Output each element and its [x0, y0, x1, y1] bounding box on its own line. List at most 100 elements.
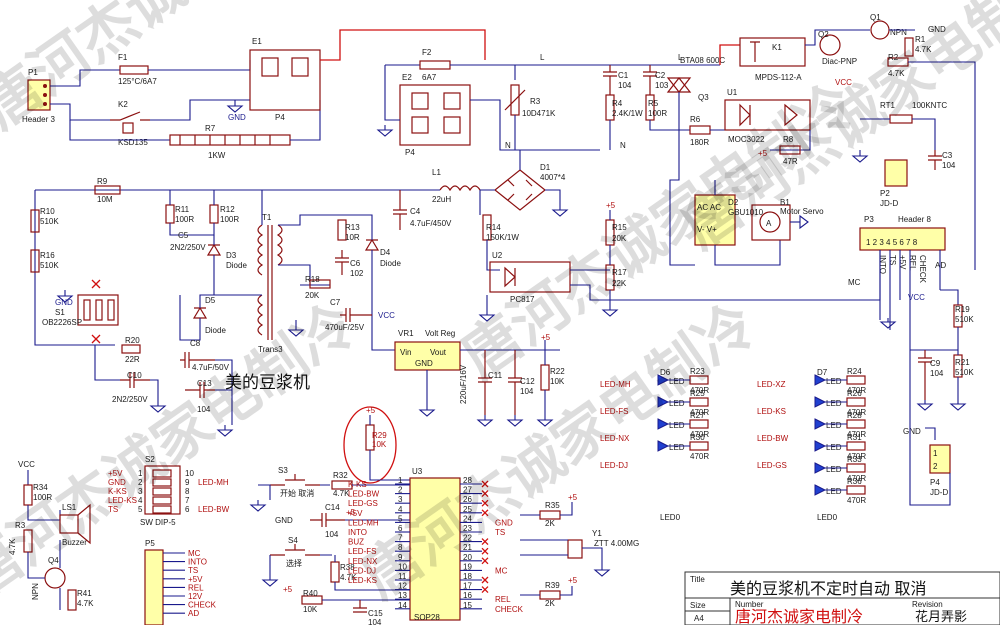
s2-pin-number: 4 [138, 496, 143, 505]
led-resistor-val: 470R [690, 430, 709, 439]
highlight-circle [343, 406, 397, 484]
led-resistor [846, 419, 866, 429]
c2-val: 103 [655, 81, 669, 90]
u3-net-label: K-KS [348, 480, 367, 489]
c13-ref: C13 [197, 379, 212, 388]
led-symbol [657, 418, 670, 430]
gnd-q1: GND [928, 25, 946, 34]
ground-symbol-9 [56, 290, 74, 303]
r32-val: 4.7K [333, 489, 350, 498]
led-ref: D7 [817, 368, 828, 377]
c6-val: 102 [350, 269, 364, 278]
cap-c15: C15 104 [353, 600, 383, 625]
p5-pin-label: 12V [188, 592, 203, 601]
u3-pin-number: 24 [463, 514, 472, 523]
ground-symbol-14 [506, 415, 524, 427]
plus5-r39: +5 [568, 576, 578, 585]
s2-pin-number: 6 [185, 505, 190, 514]
relay-k1: K1 MPDS-112-A [739, 37, 806, 82]
resistor-r10: R10 510K [30, 207, 59, 233]
c8-ref: C8 [190, 339, 201, 348]
block-label-title: Title [690, 575, 705, 584]
cap-c5: C5 2N2/250V [170, 231, 206, 252]
crystal-y1: Y1 ZTT 4.00MG [567, 529, 639, 559]
c5-val: 2N2/250V [170, 243, 206, 252]
s2-pin-number: 5 [138, 505, 143, 514]
plus5-r40: +5 [283, 585, 293, 594]
r16-ref: R16 [40, 251, 55, 260]
p3-ref: P3 [864, 215, 874, 224]
l1-val: 22uH [432, 195, 451, 204]
r12-val: 100R [220, 215, 239, 224]
header-p1: P1 Header 3 [22, 68, 55, 124]
led-resistor [689, 419, 709, 429]
t1-val: Trans3 [258, 345, 283, 354]
net-n: N [505, 141, 511, 150]
vcc-p3: VCC [908, 293, 925, 302]
r32-ref: R32 [333, 471, 348, 480]
rt1-ref: RT1 [880, 101, 896, 110]
s2-pin-number: 3 [138, 487, 143, 496]
led-label: LED [826, 377, 842, 386]
p3-pin-labels: INTO TS +5V REL CHECK [878, 255, 927, 284]
cap-c11: C11 220uF/16V [459, 350, 503, 415]
d2-val: GBU1010 [728, 208, 764, 217]
dipswitch-s2: S2 SW DIP-5 [140, 455, 181, 527]
p2-val: JD-D [880, 199, 898, 208]
c6-ref: C6 [350, 259, 361, 268]
led-resistor [846, 375, 866, 385]
d4-ref: D4 [380, 248, 391, 257]
resistor-r12: R12 100R [209, 204, 239, 224]
p5-pin-label: TS [188, 566, 198, 575]
led-resistor-ref: R36 [847, 477, 862, 486]
c5-ref: C5 [178, 231, 189, 240]
ground-symbol-17 [261, 575, 279, 587]
r13-val: 10R [345, 233, 360, 242]
s2-left-net: LED-KS [108, 496, 137, 505]
u3-pin-number: 7 [398, 534, 403, 543]
watermark-1: 唐河杰诚家电制冷 [0, 291, 368, 610]
led-resistor-ref: R25 [690, 389, 705, 398]
e1-ref: E1 [252, 37, 262, 46]
r2-ref: R2 [888, 53, 899, 62]
no-connect-mark [481, 576, 489, 584]
r22-ref: R22 [550, 367, 565, 376]
r11-ref: R11 [175, 205, 190, 214]
p3-pin-check: CHECK [918, 255, 927, 284]
d2-v: V- V+ [697, 225, 717, 234]
net-l: L [540, 53, 545, 62]
r39-val: 2K [545, 599, 555, 608]
no-connect-mark [481, 509, 489, 517]
ground-symbol-10 [149, 400, 167, 413]
led-net-label: LED-DJ [600, 461, 628, 470]
led-label: LED [826, 399, 842, 408]
s2-pin-number: 7 [185, 496, 190, 505]
d1-val: 4007*4 [540, 173, 566, 182]
s2-pin-number: 1 [138, 469, 143, 478]
resistor-r35: R35 2K [539, 501, 561, 528]
u3-ref: U3 [412, 467, 423, 476]
led-ref: D6 [660, 368, 671, 377]
r22-val: 10K [550, 377, 565, 386]
r8-val: 47R [783, 157, 798, 166]
r19-ref: R19 [955, 305, 970, 314]
resistor-r21: R21 510K [953, 354, 974, 378]
plus5-r35: +5 [568, 493, 578, 502]
k2-ref: K2 [118, 100, 128, 109]
u3-net-label: REL [495, 595, 511, 604]
p4-ref-2: P4 [405, 148, 415, 157]
gnd-c14: GND [275, 516, 293, 525]
ground-symbol-13 [476, 415, 494, 427]
ground-symbol-5 [478, 295, 496, 322]
led-resistor-ref: R27 [690, 411, 705, 420]
p4b-val: JD-D [930, 488, 948, 497]
r10-ref: R10 [40, 207, 55, 216]
led-label: LED [669, 399, 685, 408]
q3-ref: Q3 [698, 93, 709, 102]
s2-pin-number: 10 [185, 469, 194, 478]
u3-pin-number: 3 [398, 495, 403, 504]
s4-ref: S4 [288, 536, 298, 545]
cap-c7: C7 470uF/25V [325, 298, 372, 332]
c9-val: 104 [930, 369, 944, 378]
